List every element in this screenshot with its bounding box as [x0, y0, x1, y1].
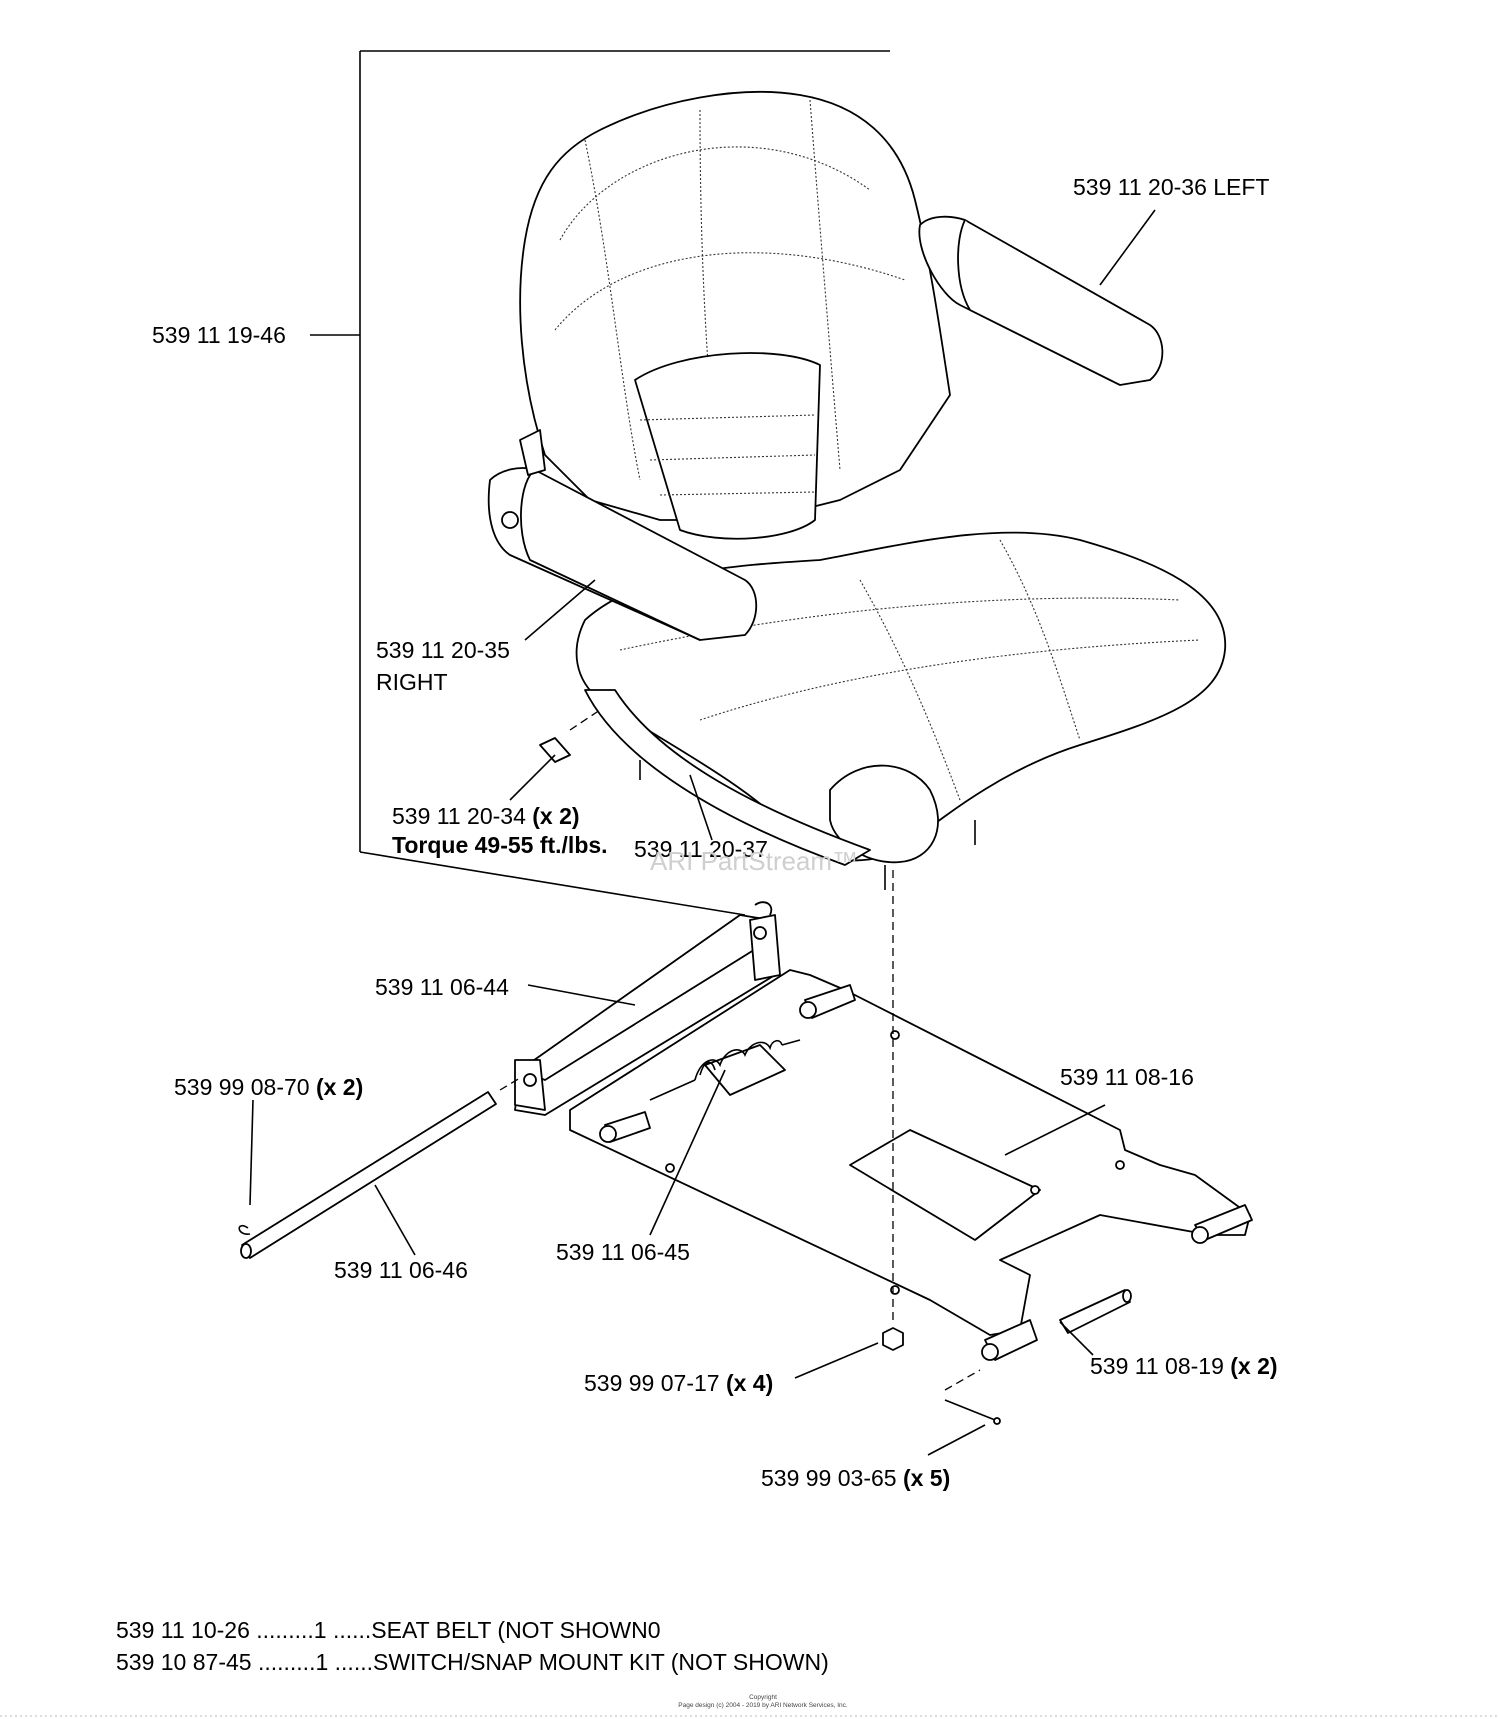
part-qty-13: (x 5) — [903, 1465, 950, 1491]
part-label-5: 539 11 20-37 — [634, 836, 768, 862]
svg-text:539 11 08-19 (x 2): 539 11 08-19 (x 2) — [1090, 1353, 1278, 1379]
part-qty-11: (x 4) — [726, 1370, 773, 1396]
part-label-3-side: RIGHT — [376, 669, 448, 695]
part-label-6: 539 11 06-44 — [375, 974, 509, 1000]
copyright-notice: Page design (c) 2004 - 2019 by ARI Netwo… — [678, 1702, 848, 1709]
footnotes: 539 11 10-26 .........1 ......SEAT BELT … — [116, 1617, 829, 1675]
part-label-4: 539 11 20-34 — [392, 803, 526, 829]
part-label-10: 539 11 06-45 — [556, 1239, 690, 1265]
seat-bracket-drawing — [514, 901, 781, 1116]
part-label-2: 539 11 20-36 LEFT — [1073, 174, 1269, 200]
part-qty-4: (x 2) — [532, 803, 579, 829]
assembly-bracket — [359, 50, 890, 916]
svg-text:539 99 03-65 (x 5): 539 99 03-65 (x 5) — [761, 1465, 950, 1491]
part-labels: 539 11 19-46 539 11 20-36 LEFT 539 11 20… — [152, 174, 1278, 1491]
watermark: ARI PartStream™ — [650, 846, 858, 876]
spring-drawing — [649, 1039, 801, 1101]
part-qty-7: (x 2) — [316, 1074, 363, 1100]
hardware-drawing — [539, 709, 1132, 1425]
part-label-1: 539 11 19-46 — [152, 322, 286, 348]
svg-text:539 11 20-34 (x 2): 539 11 20-34 (x 2) — [392, 803, 580, 829]
part-qty-12: (x 2) — [1230, 1353, 1277, 1379]
part-label-7: 539 99 08-70 — [174, 1074, 310, 1100]
footnote-line: 539 11 10-26 .........1 ......SEAT BELT … — [116, 1617, 661, 1643]
seat-drawing — [487, 91, 1226, 890]
part-label-13: 539 99 03-65 — [761, 1465, 897, 1491]
leader-lines — [249, 209, 1156, 1456]
footnote-line: 539 10 87-45 .........1 ......SWITCH/SNA… — [116, 1649, 829, 1675]
part-label-9: 539 11 06-46 — [334, 1257, 468, 1283]
part-label-11: 539 99 07-17 — [584, 1370, 720, 1396]
svg-text:539 99 07-17 (x 4): 539 99 07-17 (x 4) — [584, 1370, 773, 1396]
part-label-12: 539 11 08-19 — [1090, 1353, 1224, 1379]
part-label-8: 539 11 08-16 — [1060, 1064, 1194, 1090]
pivot-rod-drawing — [238, 1077, 521, 1259]
copyright-line: Copyright — [749, 1694, 777, 1701]
part-label-3: 539 11 20-35 — [376, 637, 510, 663]
part-note-4: Torque 49-55 ft./lbs. — [392, 832, 608, 858]
svg-text:539 99 08-70 (x 2): 539 99 08-70 (x 2) — [174, 1074, 363, 1100]
